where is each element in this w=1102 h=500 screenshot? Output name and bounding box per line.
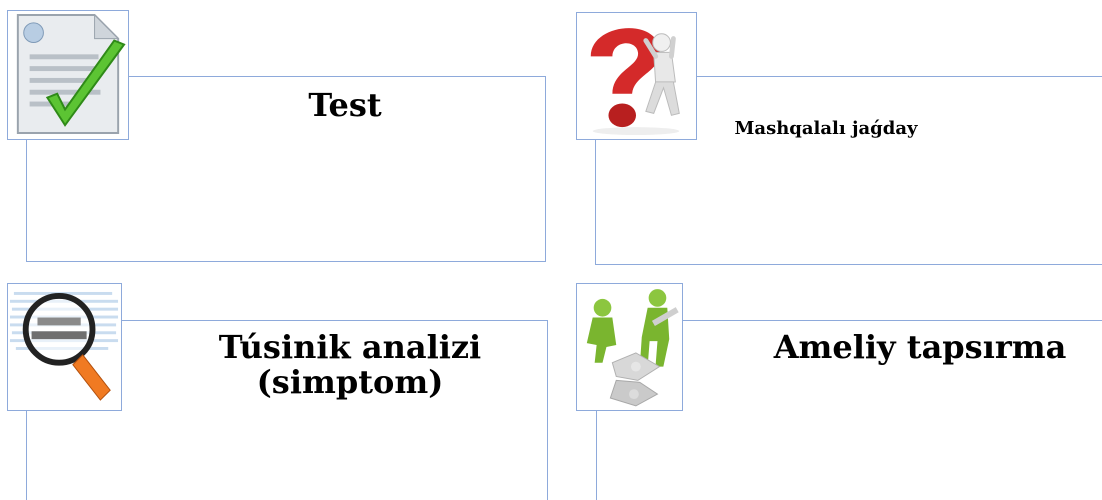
card-title-test: Test <box>308 86 382 124</box>
question-mark-person-icon <box>576 12 697 140</box>
card-title-line-2: (simptom) <box>256 363 444 402</box>
card-title-line-1: Túsinik analizi <box>218 328 482 366</box>
problem-situation-card-frame <box>595 76 1102 265</box>
document-checkmark-icon <box>7 10 129 140</box>
puzzle-people-icon <box>576 283 683 411</box>
test-card-frame <box>26 76 546 262</box>
card-title-concept-analysis: Túsinik analizi (simptom) <box>180 328 520 402</box>
card-title-problem-situation: Mashqalalı jaǵday <box>734 118 918 139</box>
card-title-practical-task: Ameliy tapsırma <box>773 328 1067 366</box>
text-analysis-magnifier-icon <box>7 283 122 411</box>
